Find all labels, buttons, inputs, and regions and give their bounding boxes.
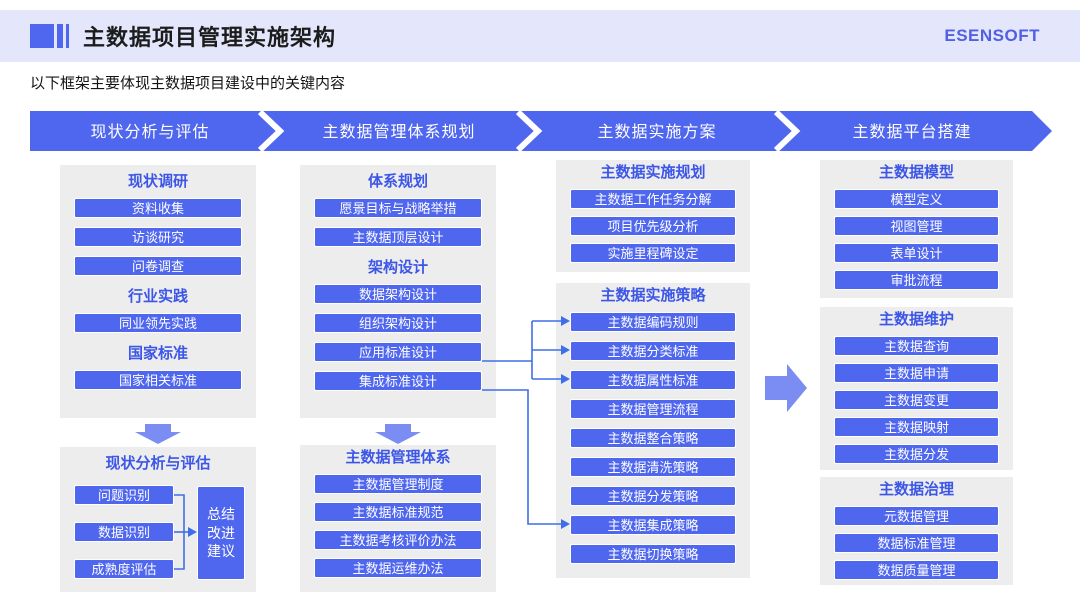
diagram-node: 主数据顶层设计 [314,227,482,247]
brand-logo: ESENSOFT [944,26,1040,45]
group-heading: 主数据治理 [878,481,954,498]
group-heading: 行业实践 [127,288,188,305]
diagram-node: 国家相关标准 [74,370,242,390]
diagram-node: 主数据集成策略 [570,515,736,535]
stage-label: 主数据实施方案 [597,123,716,141]
summary-box: 总结改进建议 [197,486,245,580]
diagram-node: 元数据管理 [834,506,999,526]
diagram-node: 主数据编码规则 [570,312,736,332]
chevron-separator-icon [257,111,285,151]
title-marker-icon [30,24,69,48]
diagram-node: 主数据管理制度 [314,474,482,494]
diagram-node: 项目优先级分析 [570,216,736,236]
group-heading: 架构设计 [367,259,428,276]
group-heading: 主数据模型 [878,164,954,181]
diagram-node: 资料收集 [74,198,242,218]
group-heading: 主数据维护 [878,311,954,328]
stage-label: 现状分析与评估 [90,123,209,141]
assessment-steps: 问题识别 数据识别 成熟度评估 [74,485,174,596]
panel-implementation-strategy: 主数据实施策略 主数据编码规则 主数据分类标准 主数据属性标准 主数据管理流程 … [556,283,750,578]
group-heading: 现状调研 [127,173,188,190]
diagram-node: 主数据分发 [834,444,999,464]
diagram-node: 视图管理 [834,216,999,236]
diagram-node: 主数据申请 [834,363,999,383]
chevron-separator-icon [773,111,801,151]
diagram-node: 组织架构设计 [314,313,482,333]
panel-implementation-plan: 主数据实施规划 主数据工作任务分解 项目优先级分析 实施里程碑设定 [556,160,750,272]
diagram-node: 主数据管理流程 [570,399,736,419]
diagram-node: 访谈研究 [74,227,242,247]
diagram-node: 主数据变更 [834,390,999,410]
diagram-node: 表单设计 [834,243,999,263]
group-heading: 主数据管理体系 [345,449,451,466]
stage-arrow-bar: 现状分析与评估 主数据管理体系规划 主数据实施方案 主数据平台搭建 [30,111,1052,151]
panel-data-model: 主数据模型 模型定义 视图管理 表单设计 审批流程 [820,160,1013,298]
diagram-node: 主数据查询 [834,336,999,356]
diagram-node: 同业领先实践 [74,313,242,333]
group-heading: 体系规划 [367,173,428,190]
panel-management-system: 主数据管理体系 主数据管理制度 主数据标准规范 主数据考核评价办法 主数据运维办… [300,445,496,592]
diagram-node: 主数据映射 [834,417,999,437]
diagram-node: 主数据清洗策略 [570,457,736,477]
diagram-node: 主数据整合策略 [570,428,736,448]
diagram-node: 集成标准设计 [314,371,482,391]
panel-system-planning: 体系规划 愿景目标与战略举措 主数据顶层设计 架构设计 数据架构设计 组织架构设… [300,165,496,418]
stage-label: 主数据平台搭建 [852,123,971,141]
subtitle: 以下框架主要体现主数据项目建设中的关键内容 [30,75,346,92]
diagram-node: 数据架构设计 [314,284,482,304]
diagram-node: 审批流程 [834,270,999,290]
diagram-node: 主数据属性标准 [570,370,736,390]
diagram-node: 成熟度评估 [74,559,174,579]
panel-data-governance: 主数据治理 元数据管理 数据标准管理 数据质量管理 [820,477,1013,585]
diagram-node: 问卷调查 [74,256,242,276]
page-title: 主数据项目管理实施架构 [83,25,337,50]
group-heading: 主数据实施策略 [600,287,706,304]
diagram-node: 主数据切换策略 [570,544,736,564]
diagram-node: 数据识别 [74,522,174,542]
diagram-node: 主数据分类标准 [570,341,736,361]
group-heading: 现状分析与评估 [105,455,211,472]
diagram-node: 数据标准管理 [834,533,999,553]
diagram-node: 主数据标准规范 [314,502,482,522]
diagram-node: 主数据考核评价办法 [314,530,482,550]
group-heading: 国家标准 [127,345,188,362]
diagram-node: 实施里程碑设定 [570,243,736,263]
panel-current-research: 现状调研 资料收集 访谈研究 问卷调查 行业实践 同业领先实践 国家标准 国家相… [60,165,256,418]
header-bar: 主数据项目管理实施架构 ESENSOFT [0,10,1080,62]
diagram-node: 应用标准设计 [314,342,482,362]
diagram-node: 问题识别 [74,485,174,505]
down-arrow-icon [375,424,421,444]
diagram-node: 数据质量管理 [834,560,999,580]
diagram-node: 主数据运维办法 [314,558,482,578]
down-arrow-icon [135,424,181,444]
stage-label: 主数据管理体系规划 [322,123,475,141]
panel-data-maintenance: 主数据维护 主数据查询 主数据申请 主数据变更 主数据映射 主数据分发 [820,307,1013,470]
diagram-node: 主数据工作任务分解 [570,189,736,209]
panel-assessment: 现状分析与评估 问题识别 数据识别 成熟度评估 总结改进建议 [60,447,256,592]
diagram-node: 主数据分发策略 [570,486,736,506]
diagram-node: 模型定义 [834,189,999,209]
group-heading: 主数据实施规划 [600,164,706,181]
diagram-node: 愿景目标与战略举措 [314,198,482,218]
chevron-separator-icon [515,111,543,151]
right-arrow-icon [765,364,807,412]
summary-text: 总结改进建议 [207,505,235,560]
